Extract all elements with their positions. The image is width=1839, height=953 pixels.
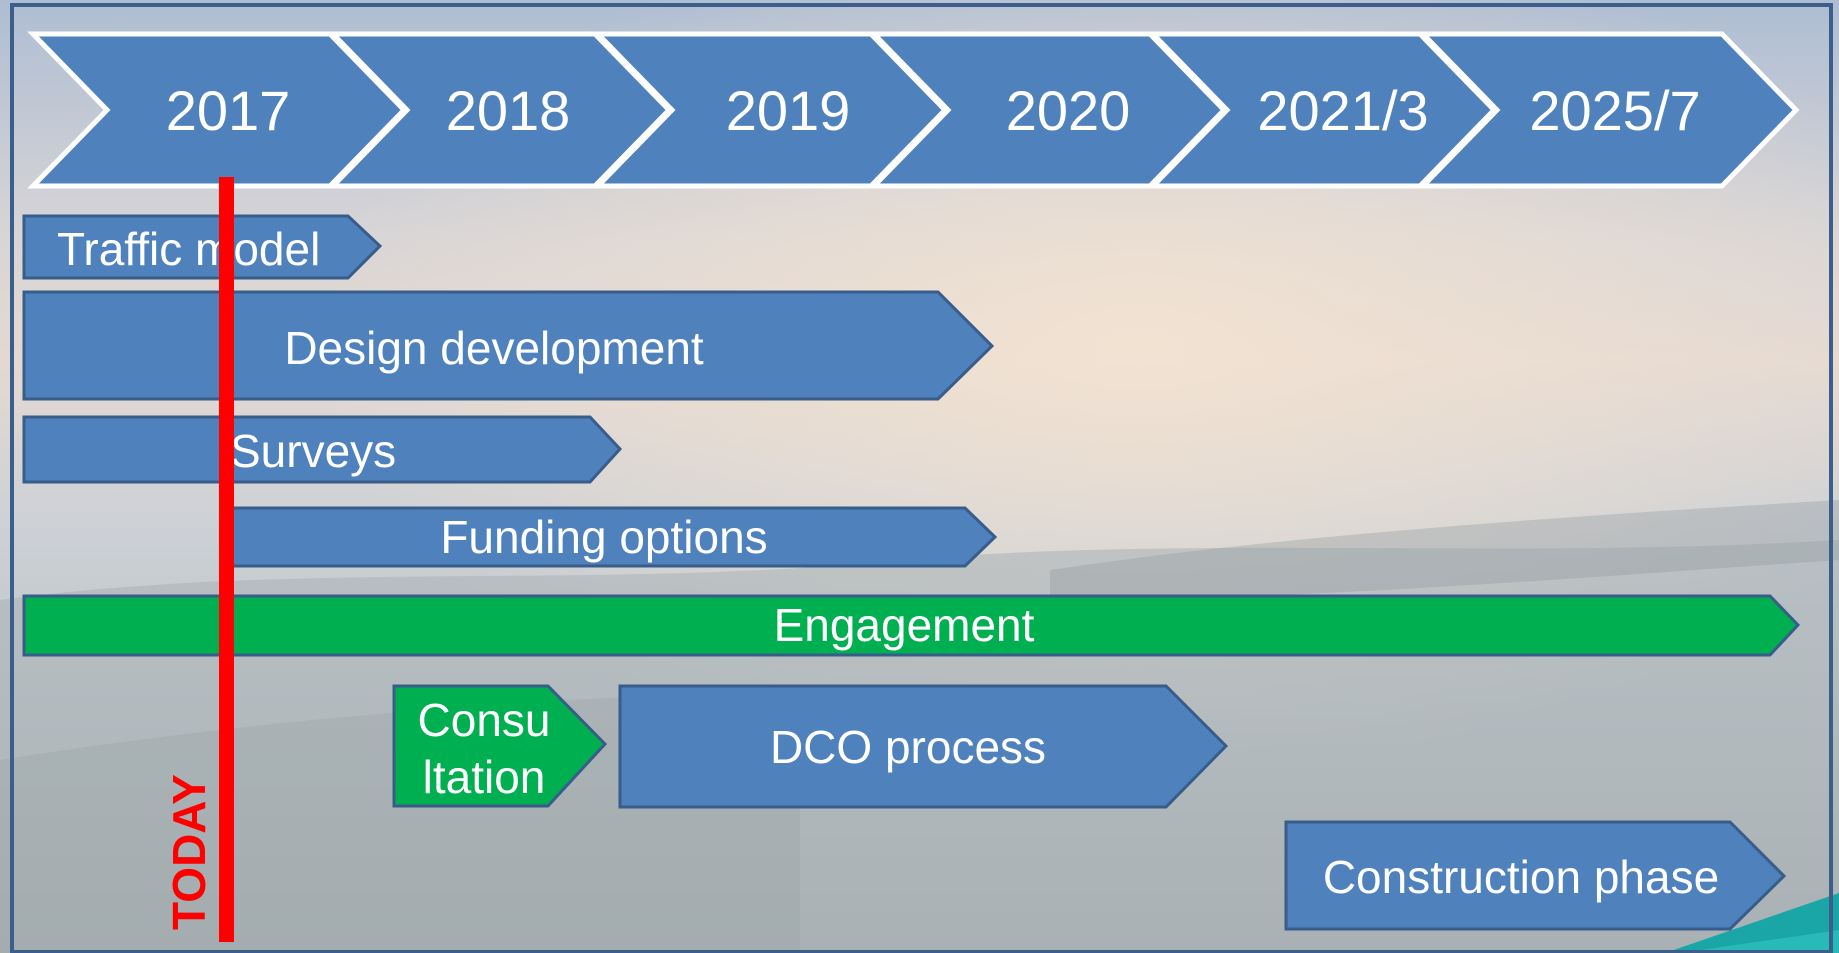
year-label: 2019 — [726, 79, 851, 142]
task-bars: Traffic model Design development Surveys… — [22, 214, 1801, 931]
task-construction-phase: Construction phase — [1284, 820, 1787, 931]
task-label: Surveys — [230, 425, 396, 477]
task-surveys: Surveys — [22, 415, 623, 484]
year-chevron-2025-7: 2025/7 — [1417, 31, 1800, 189]
task-funding-options: Funding options — [220, 506, 998, 568]
year-label: 2021/3 — [1257, 79, 1428, 142]
task-label: Design development — [284, 322, 704, 374]
year-chevron-row: 2017 2018 2019 2020 2021/3 2025/7 — [27, 31, 1800, 189]
year-label: 2018 — [446, 79, 571, 142]
task-label: Funding options — [440, 511, 767, 563]
task-label: Traffic model — [57, 223, 320, 275]
today-label: TODAY — [163, 774, 215, 930]
today-marker: TODAY — [163, 177, 234, 942]
year-chevron-2019: 2019 — [592, 31, 949, 189]
task-engagement: Engagement — [22, 594, 1801, 657]
task-design-development: Design development — [22, 290, 995, 401]
task-dco-process: DCO process — [618, 684, 1229, 809]
year-label: 2020 — [1006, 79, 1131, 142]
task-label: Construction phase — [1323, 851, 1719, 903]
today-line — [219, 177, 234, 942]
year-label: 2017 — [166, 79, 291, 142]
task-label: Engagement — [774, 599, 1035, 651]
task-label-line1: Consu — [418, 694, 551, 746]
task-label-line2: ltation — [423, 751, 546, 803]
corner-accent-light — [1680, 930, 1839, 953]
year-label: 2025/7 — [1529, 79, 1700, 142]
task-label: DCO process — [770, 721, 1046, 773]
slide-frame — [10, 3, 1833, 953]
task-consultation: Consu ltation — [392, 684, 608, 808]
task-traffic-model: Traffic model — [22, 214, 383, 280]
